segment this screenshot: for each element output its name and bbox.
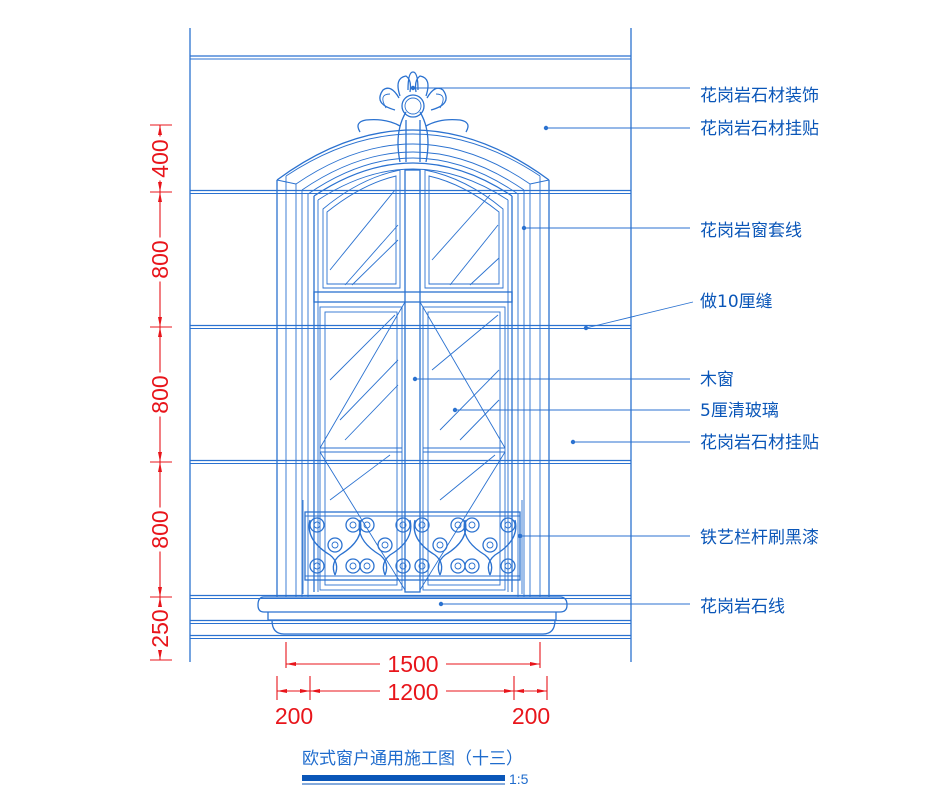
railing-scrolls <box>308 517 517 576</box>
vertical-dim-label: 800 <box>147 510 173 548</box>
leader-dot <box>521 225 527 231</box>
horizontal-dimensions: 1500 1200 200 200 <box>275 642 550 729</box>
vertical-dim-label: 250 <box>147 609 173 647</box>
leader-dot <box>412 376 418 382</box>
leader-lines <box>410 85 694 607</box>
drawing-scale: 1:5 <box>509 771 529 787</box>
leader-dot <box>452 407 458 413</box>
annotation-labels: 花岗岩石材装饰花岗岩石材挂贴花岗岩窗套线做10厘缝木窗5厘清玻璃花岗岩石材挂贴铁… <box>700 86 819 617</box>
crown-ornament <box>357 71 469 163</box>
stone-joint-lines <box>190 189 631 639</box>
leader-line <box>585 301 694 329</box>
annotation-label: 5厘清玻璃 <box>700 401 779 421</box>
iron-railing <box>302 500 523 594</box>
annotation-label: 铁艺栏杆刷黑漆 <box>700 528 819 548</box>
annotation-label: 做10厘缝 <box>700 292 773 312</box>
dim-1500: 1500 <box>387 651 438 677</box>
window-surround <box>276 129 550 597</box>
wood-window <box>313 162 513 593</box>
vertical-dim-label: 800 <box>147 240 173 278</box>
dim-1200: 1200 <box>387 679 438 705</box>
vertical-dim-label: 800 <box>147 375 173 413</box>
title-underline <box>302 775 505 781</box>
leader-dot <box>410 85 416 91</box>
leader-dot <box>517 533 523 539</box>
annotation-label: 花岗岩石线 <box>700 597 785 617</box>
drawing-title: 欧式窗户通用施工图（十三） <box>302 749 523 769</box>
vertical-dim-label: 400 <box>147 139 173 177</box>
leader-dot <box>570 439 576 445</box>
glass-hatching <box>329 189 500 501</box>
leader-dot <box>438 601 444 607</box>
leader-dot <box>543 125 549 131</box>
annotation-label: 花岗岩石材装饰 <box>700 86 819 106</box>
annotation-label: 木窗 <box>700 370 734 390</box>
annotation-label: 花岗岩石材挂贴 <box>700 433 819 453</box>
vertical-dimensions: 400 800 800 800 250 <box>147 124 173 661</box>
dim-200-right: 200 <box>512 703 550 729</box>
annotation-label: 花岗岩石材挂贴 <box>700 119 819 139</box>
dim-200-left: 200 <box>275 703 313 729</box>
annotation-label: 花岗岩窗套线 <box>700 221 802 241</box>
stone-sill <box>257 596 568 635</box>
leader-dot <box>583 325 589 331</box>
